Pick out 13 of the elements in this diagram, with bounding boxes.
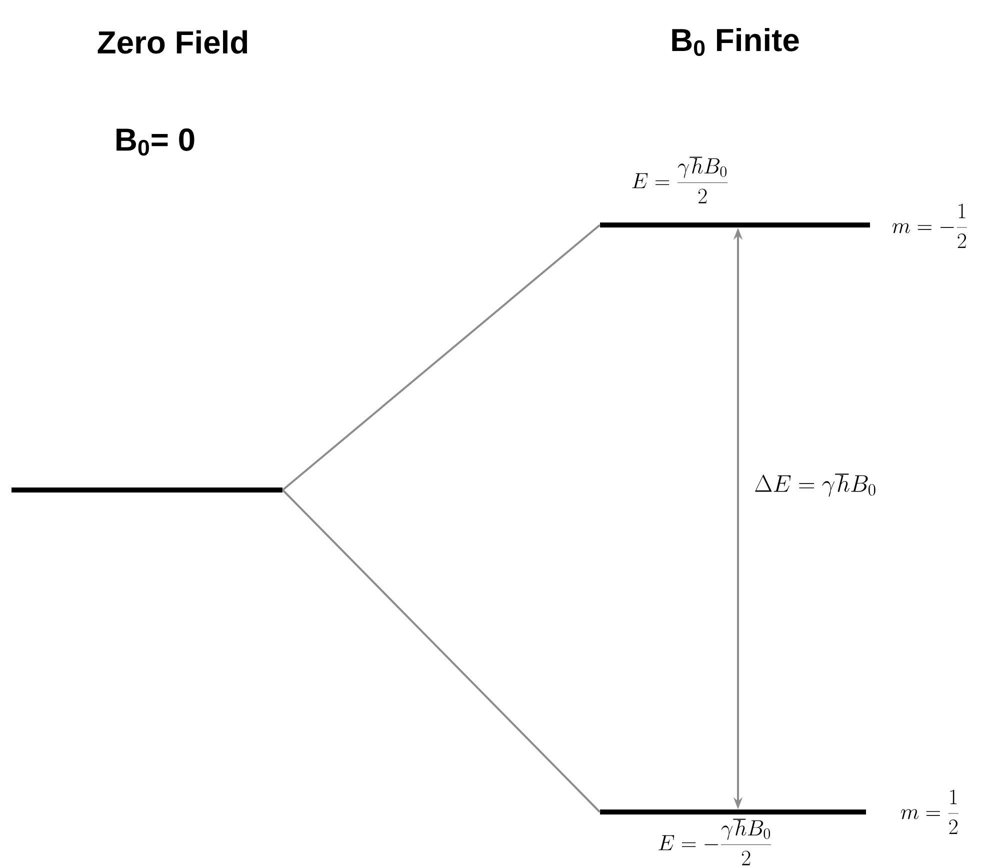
heading: B$_{0}$ Finite xyxy=(672,28,799,56)
heading: B$_{0}$= 0 xyxy=(116,128,194,156)
energy-level xyxy=(600,222,870,228)
edge-label: $\Delta E = \gamma\hbar B_0$ xyxy=(755,474,876,497)
energy-formula: $E = -\frac{\gamma\hbar B_0}{2}$ xyxy=(658,818,772,866)
energy-formula: $m=-\frac{1}{2}$ xyxy=(892,204,967,248)
energy-level xyxy=(12,488,282,492)
energy-formula: $E = \frac{\gamma\hbar B_0}{2}$ xyxy=(632,156,728,204)
energy-level xyxy=(600,810,866,814)
connector xyxy=(282,489,601,813)
energy-formula: $m=\frac{1}{2}$ xyxy=(901,790,958,834)
heading: Zero Field xyxy=(98,30,248,54)
connector xyxy=(282,224,600,491)
